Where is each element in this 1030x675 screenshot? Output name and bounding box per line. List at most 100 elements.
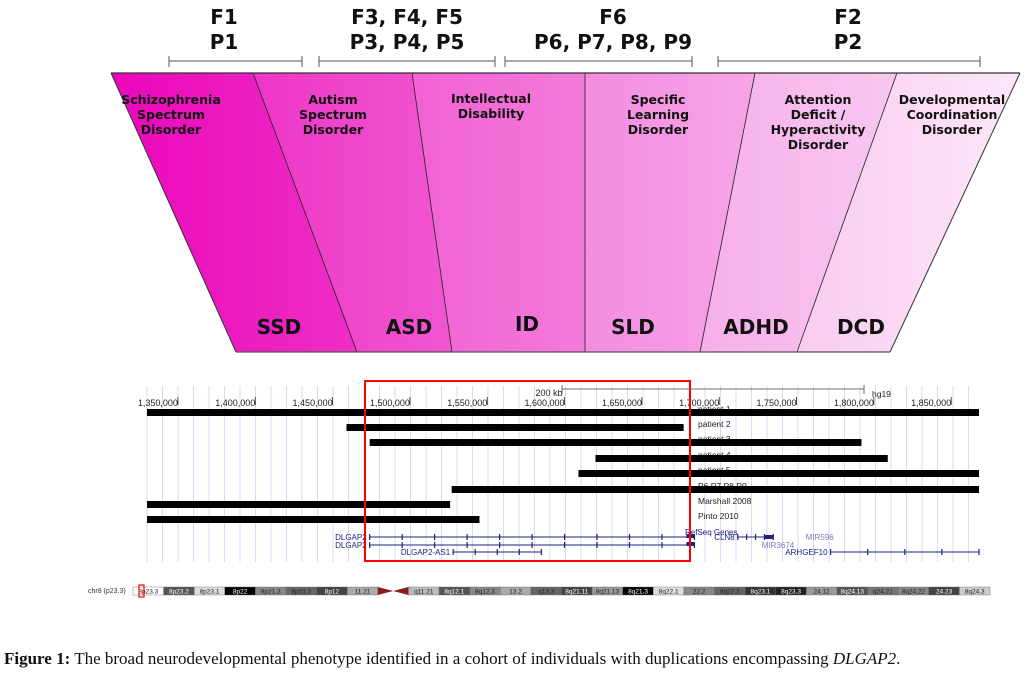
disorder-abbreviation: ADHD [723,315,788,339]
scale-label: 200 kb [535,388,562,398]
disorder-name: Spectrum [299,107,367,122]
disorder-abbreviation: ASD [386,315,432,339]
assembly-label: hg19 [872,389,891,399]
axis-tick-label: 1,800,000 [834,398,874,408]
band-label: 8p23.3 [138,589,158,596]
band-label: 24.12 [814,589,831,596]
disorder-name: Deficit / [791,107,846,122]
patient-label: P2 [834,30,863,54]
track-label: Pinto 2010 [698,511,739,521]
scale-bar: 200 kb hg19 [535,385,891,399]
axis-tick-label: 1,400,000 [215,398,255,408]
disorder-funnel: SchizophreniaSpectrumDisorderSSDAutismSp… [110,72,1021,353]
band-label: q11.21 [414,589,434,596]
duplication-bar [346,424,684,431]
gene-feature: DLGAP2 [335,541,696,550]
disorder-name: Intellectual [451,91,531,106]
track-row: patient 4 [595,450,888,462]
band-label: 8p23.1 [200,589,220,596]
caption-title: Figure 1: [4,649,71,668]
disorder-name: Attention [785,92,852,107]
track-row: patient 2 [346,419,731,431]
disorder-abbreviation: DCD [837,315,885,339]
band-label: 8q21.13 [596,589,620,596]
disorder-name: Hyperactivity [771,122,866,137]
duplication-bar [369,439,862,446]
band-label: 24.23 [936,589,953,596]
caption-end: . [896,649,901,668]
family-label: F2 [834,5,862,29]
gene-label: DLGAP2 [335,541,367,550]
disorder-name: Disorder [788,137,849,152]
gene-feature: MIR596 [806,533,835,542]
band-label: 8q24.3 [965,589,985,596]
track-row: P6 P7 P8 P9 [451,481,979,493]
duplication-bar [147,409,979,416]
gene-feature: ARHGEF10 [785,548,980,557]
band-label: 8p23.2 [169,589,189,596]
gene-label: MIR3674 [762,541,795,550]
disorder-abbreviation: ID [515,312,539,336]
band-label: 8q23.1 [751,589,771,596]
track-row: Marshall 2008 [147,496,752,508]
funnel-gradient [111,73,1020,352]
family-label: F6 [599,5,627,29]
band-label: q24.21 [873,589,893,596]
band-label: 8p21.2 [291,589,311,596]
band-label: 8q22.3 [720,589,740,596]
disorder-abbreviation: SLD [611,315,655,339]
cnv-tracks: patient 1patient 2patient 3patient 4pati… [147,404,979,523]
gene-label: MIR596 [806,533,835,542]
disorder-name: Disorder [141,122,202,137]
axis-tick-label: 1,450,000 [293,398,333,408]
patient-label: P6, P7, P8, P9 [534,30,692,54]
disorder-name: Learning [627,107,689,122]
axis-tick-label: 1,700,000 [679,398,719,408]
band-label: 8p12 [325,589,340,596]
band-label: 8q23.3 [781,589,801,596]
band-label: 8q24.22 [902,589,926,596]
ideogram-position-marker [138,584,145,598]
figure-caption: Figure 1: The broad neurodevelopmental p… [4,649,900,669]
funnel-left-edge [110,72,237,353]
disorder-name: Disorder [303,122,364,137]
centromere-left [377,587,394,595]
band-label: 8q24.13 [841,589,865,596]
duplication-bar [147,501,451,508]
band-label: 8q21.11 [565,589,588,596]
duplication-bar [595,455,888,462]
axis-tick-label: 1,850,000 [911,398,951,408]
caption-text: The broad neurodevelopmental phenotype i… [70,649,833,668]
gene-feature: DLGAP2-AS1 [401,548,542,557]
disorder-name: Spectrum [137,107,205,122]
band-label: 8p22 [233,589,248,596]
disorder-name: Autism [308,92,357,107]
gene-utr-block [764,535,774,539]
band-label: 11.21 [355,589,371,596]
disorder-name: Specific [631,92,686,107]
segment-divider [411,72,453,353]
disorder-name: Coordination [907,107,998,122]
family-label: F3, F4, F5 [351,5,463,29]
disorder-name: Schizophrenia [121,92,221,107]
axis-tick-label: 1,650,000 [602,398,642,408]
gene-label: DLGAP2-AS1 [401,548,451,557]
funnel-right-edge [889,72,1021,353]
track-row: patient 5 [578,465,979,477]
disorder-abbreviation: SSD [257,315,302,339]
track-row: Pinto 2010 [147,511,739,523]
band-label: 8q22.1 [659,589,679,596]
axis-tick-label: 1,600,000 [525,398,565,408]
band-label: 8q21.3 [628,589,648,596]
genes-track-label: RefSeq Genes [685,528,737,537]
band-label: 8q12.1 [444,589,464,596]
